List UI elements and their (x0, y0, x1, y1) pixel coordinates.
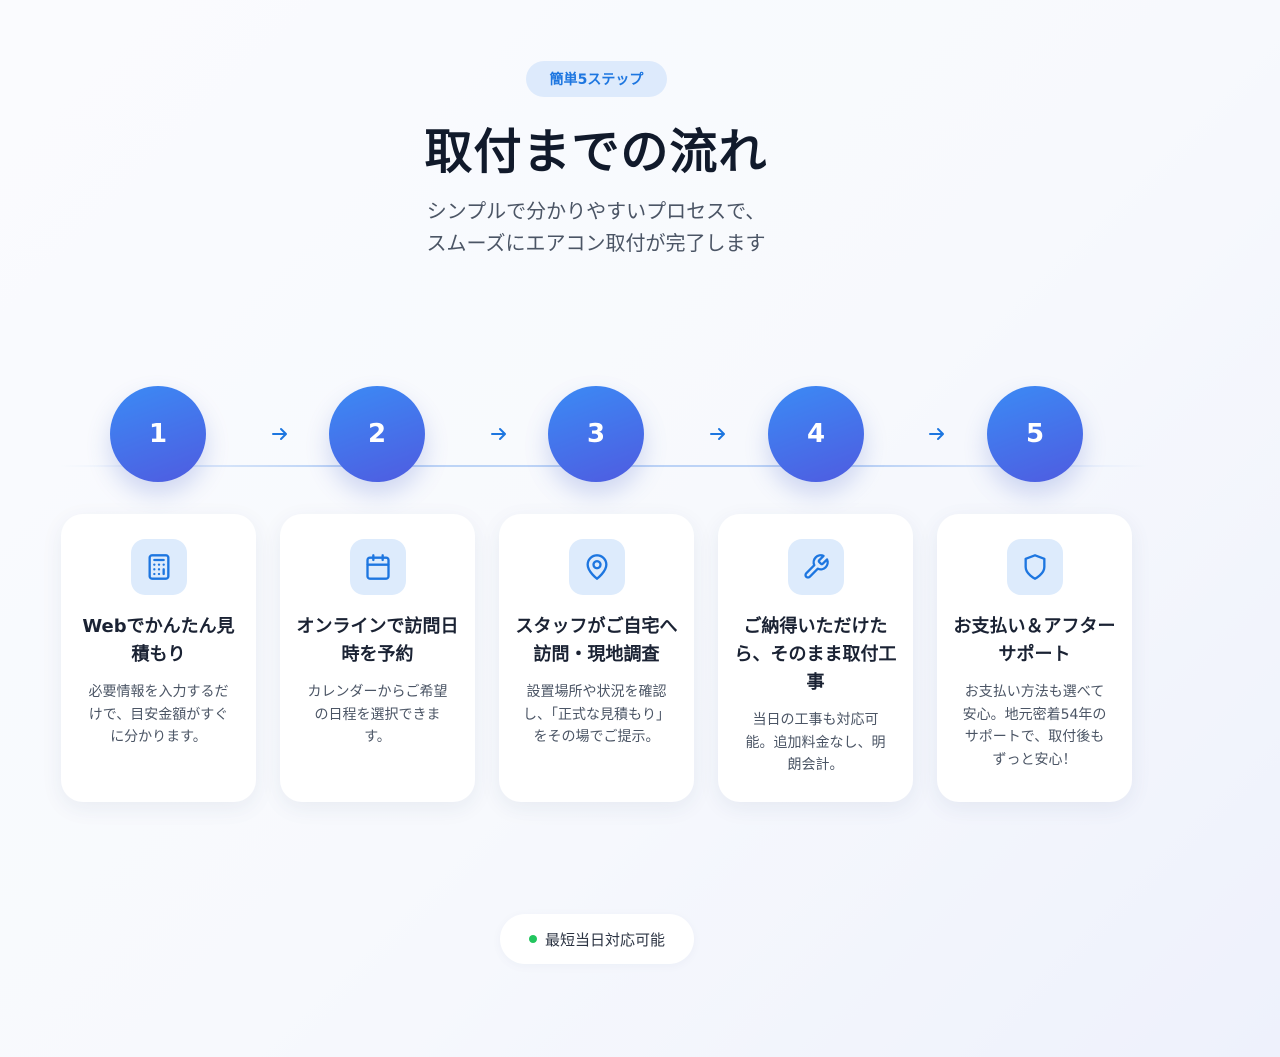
step-card-5: お支払い＆アフターサポート お支払い方法も選べて安心。地元密着54年のサポートで… (937, 514, 1132, 802)
arrow-right-icon (491, 428, 506, 440)
map-pin-icon (568, 539, 625, 595)
wrench-icon (787, 539, 844, 595)
arrow-right-icon (929, 428, 944, 440)
step-description: 設置場所や状況を確認し、「正式な見積もり」をその場でご提示。 (523, 684, 670, 745)
step-card-3: スタッフがご自宅へ訪問・現地調査 設置場所や状況を確認し、「正式な見積もり」をそ… (499, 514, 694, 802)
arrow-right-icon (710, 428, 725, 440)
step-title: Webでかんたん見積もり (82, 616, 235, 665)
step-5-number: 5 (987, 386, 1083, 482)
step-description: カレンダーからご希望の日程を選択できます。 (307, 684, 448, 745)
calendar-icon (349, 539, 406, 595)
arrow-right-icon (272, 428, 287, 440)
calculator-icon (130, 539, 187, 595)
status-dot-icon (528, 935, 537, 943)
shield-icon (1006, 539, 1063, 595)
step-card-1: Webでかんたん見積もり 必要情報を入力するだけで、目安金額がすぐに分かります。 (61, 514, 256, 802)
step-title: お支払い＆アフターサポート (953, 616, 1116, 665)
step-4-number: 4 (768, 386, 864, 482)
step-title: ご納得いただけたら、そのまま取付工事 (734, 616, 897, 693)
step-description: 必要情報を入力するだけで、目安金額がすぐに分かります。 (88, 684, 229, 745)
step-3-number: 3 (548, 386, 644, 482)
step-card-2: オンラインで訪問日時を予約 カレンダーからご希望の日程を選択できます。 (280, 514, 475, 802)
availability-label: 最短当日対応可能 (544, 930, 665, 949)
step-title: オンラインで訪問日時を予約 (296, 616, 459, 665)
step-1-number: 1 (110, 386, 206, 482)
step-card-4: ご納得いただけたら、そのまま取付工事 当日の工事も対応可能。追加料金なし、明朗会… (718, 514, 913, 802)
availability-badge: 最短当日対応可能 (500, 914, 694, 964)
subtitle-line-1: シンプルで分かりやすいプロセスで、 (426, 199, 766, 223)
step-description: お支払い方法も選べて安心。地元密着54年のサポートで、取付後もずっと安心！ (962, 684, 1107, 768)
step-title: スタッフがご自宅へ訪問・現地調査 (515, 616, 678, 665)
page-title: 取付までの流れ (424, 124, 768, 180)
subtitle-line-2: スムーズにエアコン取付が完了します (426, 231, 766, 255)
page-subtitle: シンプルで分かりやすいプロセスで、 スムーズにエアコン取付が完了します (340, 195, 852, 259)
step-description: 当日の工事も対応可能。追加料金なし、明朗会計。 (745, 712, 886, 773)
step-2-number: 2 (329, 386, 425, 482)
section-badge: 簡単5ステップ (526, 61, 667, 97)
